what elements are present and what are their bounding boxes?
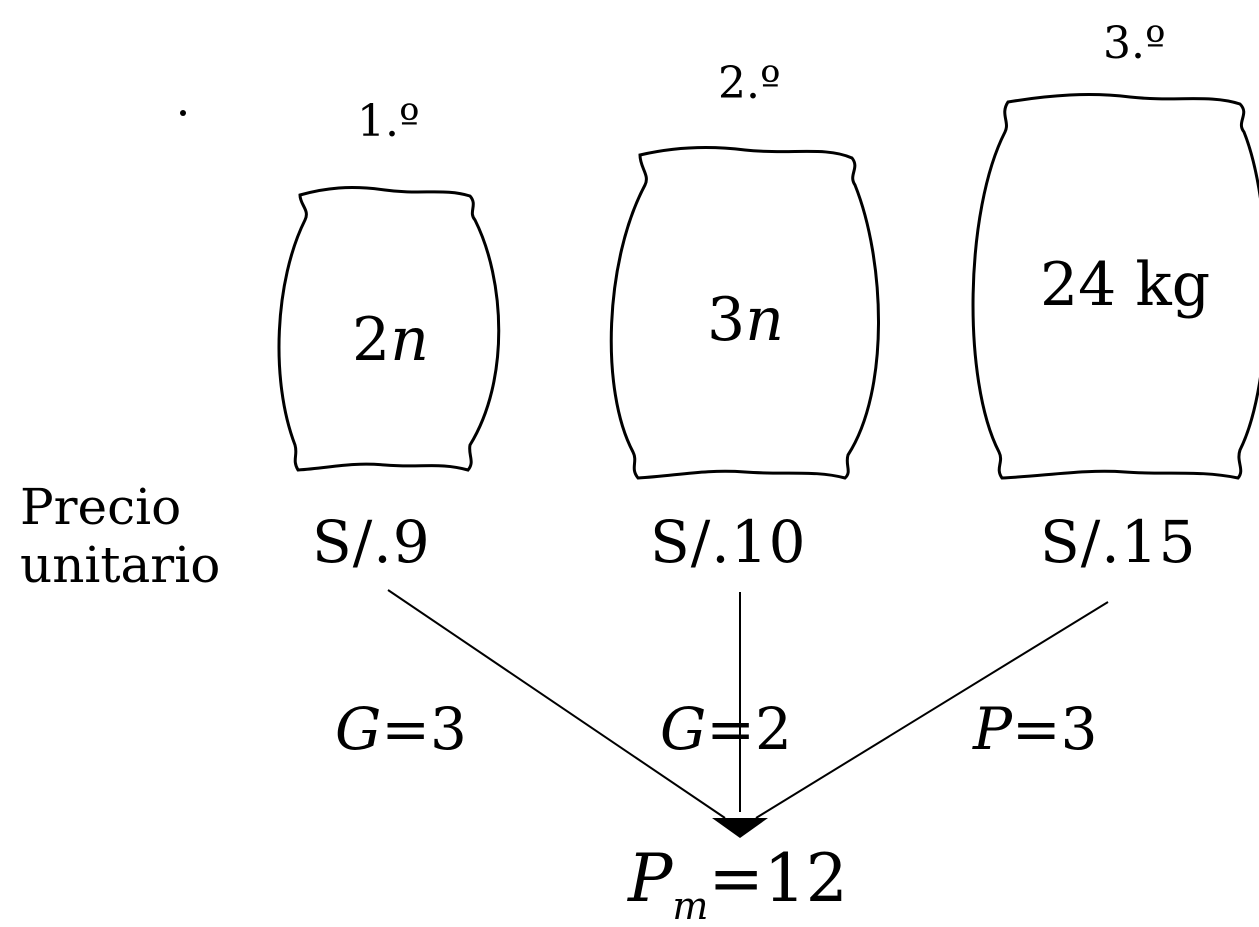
- sack-2-content: 3n: [707, 285, 784, 355]
- sack-3-price: S/.15: [1040, 508, 1197, 576]
- mean-price-variable: P: [628, 840, 672, 917]
- sack-3-content: 24 kg: [1040, 250, 1210, 320]
- sack-1-content-variable: n: [390, 305, 429, 375]
- sack-1-price: S/.9: [312, 508, 431, 576]
- unit-price-label-line-1: Precio: [20, 478, 220, 536]
- relation-loss-3: P=3: [973, 695, 1098, 763]
- mean-price-subscript: m: [672, 884, 708, 927]
- relation-gain-1-variable: G: [335, 695, 381, 763]
- sack-2-price: S/.10: [650, 508, 807, 576]
- relation-gain-2-variable: G: [660, 695, 706, 763]
- sack-1-content-number: 2: [352, 305, 390, 375]
- relation-loss-3-value: =3: [1012, 695, 1098, 763]
- sack-3-order-label: 3.º: [1103, 18, 1166, 69]
- unit-price-label: Precio unitario: [20, 478, 220, 594]
- sack-2-content-number: 3: [707, 285, 745, 355]
- relation-loss-3-variable: P: [973, 695, 1012, 763]
- relation-gain-2: G=2: [660, 695, 792, 763]
- stray-dot: [180, 110, 186, 116]
- sack-1-content: 2n: [352, 305, 429, 375]
- mean-price-value: =12: [708, 840, 847, 917]
- relation-gain-2-value: =2: [706, 695, 792, 763]
- relation-gain-1: G=3: [335, 695, 467, 763]
- mean-price-result: Pm=12: [628, 840, 848, 927]
- arrow-head: [712, 818, 768, 838]
- sack-2-order-label: 2.º: [718, 58, 781, 109]
- relation-gain-1-value: =3: [381, 695, 467, 763]
- sack-2-content-variable: n: [745, 285, 784, 355]
- sack-3-content-number: 24 kg: [1040, 250, 1210, 320]
- unit-price-label-line-2: unitario: [20, 536, 220, 594]
- sack-1-order-label: 1.º: [357, 96, 420, 147]
